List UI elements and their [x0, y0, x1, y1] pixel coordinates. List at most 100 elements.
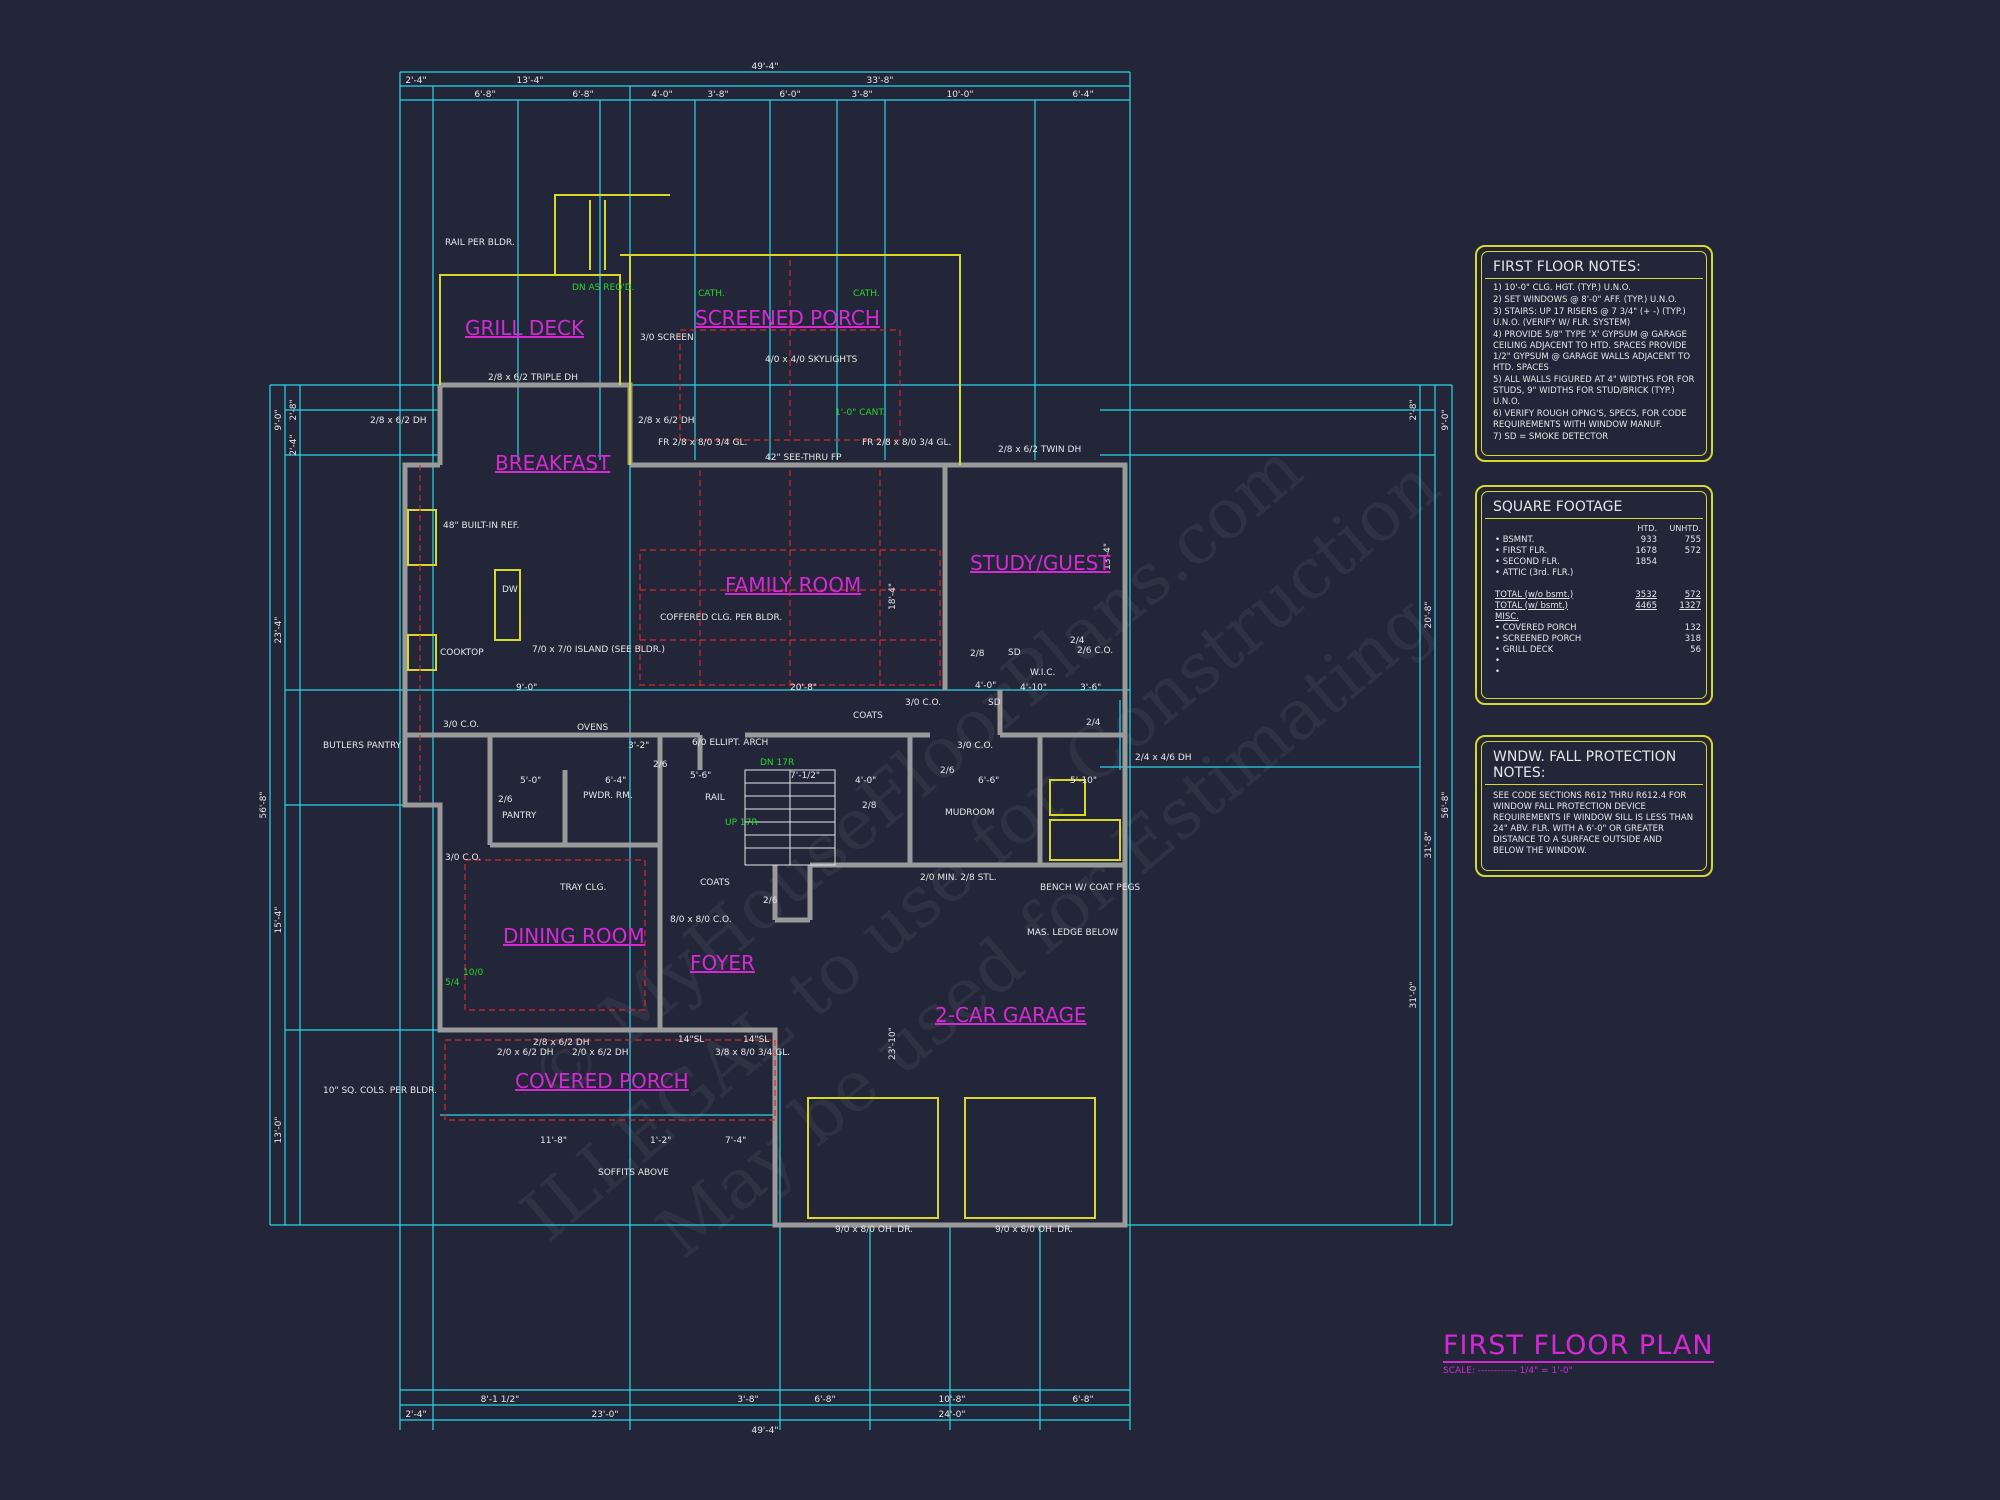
dim-top: 6'-0" [779, 90, 800, 100]
annotations: RAIL PER BLDR. DN AS REQ'D. CATH. CATH. … [323, 238, 1192, 1235]
dimension-texts: 49'-4" 2'-4" 13'-4" 33'-8" 6'-8" 6'-8" 4… [259, 62, 1451, 1436]
sqft-row: • [1493, 666, 1703, 677]
dim-interior: 13'-4" [1103, 543, 1113, 570]
sqft-cell [1615, 655, 1659, 666]
dim-left: 2'-4" [289, 434, 299, 455]
dim-overall-bottom: 49'-4" [751, 1426, 778, 1436]
room-label: 2-CAR GARAGE [935, 1003, 1087, 1027]
sqft-cell: TOTAL (w/ bsmt.) [1495, 600, 1568, 611]
sqft-head-cell [1493, 523, 1615, 534]
sqft-cell: TOTAL (w/o bsmt.) [1495, 589, 1574, 600]
annotation: 48" BUILT-IN REF. [443, 521, 519, 531]
room-label: STUDY/GUEST [970, 551, 1111, 575]
dim-left: 13'-0" [274, 1116, 284, 1143]
dim-interior: 6'-4" [605, 776, 626, 786]
annotation: BUTLERS PANTRY [323, 741, 402, 751]
annotation: 8/0 x 8/0 C.O. [670, 915, 732, 925]
sqft-cell: 572 [1684, 589, 1701, 600]
annotation: 2/8 x 6/2 DH [533, 1038, 590, 1048]
sqft-cell: 933 [1640, 534, 1657, 545]
sqft-row: • ATTIC (3rd. FLR.) [1493, 567, 1703, 578]
annotation: 5/4 [445, 978, 460, 988]
sqft-cell: • BSMNT. [1495, 534, 1535, 545]
dim-interior: 7'-4" [725, 1136, 746, 1146]
dim-left: 2'-8" [289, 399, 299, 420]
annotation: 3/0 SCREEN [640, 333, 694, 343]
annotation: 2/6 [498, 795, 513, 805]
room-label: GRILL DECK [465, 316, 585, 340]
dim-right: 31'-0" [1409, 981, 1419, 1008]
sqft-cell: 1678 [1635, 545, 1657, 556]
sqft-cell: • [1495, 666, 1501, 677]
sheet-title: FIRST FLOOR PLAN [1443, 1330, 1714, 1363]
fall-notes-text: SEE CODE SECTIONS R612 THRU R612.4 FOR W… [1493, 791, 1694, 856]
dim-top: 13'-4" [516, 76, 543, 86]
sqft-row: • BSMNT. 933 755 [1493, 534, 1703, 545]
sqft-cell: 1854 [1635, 556, 1657, 567]
sqft-cell [1615, 578, 1659, 589]
sqft-title: SQUARE FOOTAGE [1485, 493, 1703, 519]
annotation: COOKTOP [440, 648, 484, 658]
room-label: BREAKFAST [495, 451, 611, 475]
note-item: 6) VERIFY ROUGH OPNG'S, SPECS, FOR CODE … [1493, 409, 1687, 430]
annotation: 2/6 C.O. [1077, 646, 1113, 656]
annotation: SOFFITS ABOVE [598, 1168, 669, 1178]
annotation: MUDROOM [945, 808, 994, 818]
dim-bottom: 24'-0" [938, 1410, 965, 1420]
dim-bottom: 6'-8" [1072, 1395, 1093, 1405]
dim-overall-top: 49'-4" [751, 62, 778, 72]
deck-and-porch-outlines [407, 194, 1121, 1219]
sqft-cell [1615, 644, 1659, 655]
dim-left: 23'-4" [274, 616, 284, 643]
sqft-cell: 755 [1684, 534, 1701, 545]
annotation: 2/8 [970, 649, 985, 659]
dim-top: 33'-8" [866, 76, 893, 86]
annotation: RAIL [705, 793, 725, 803]
annotation: FR 2/8 x 8/0 3/4 GL. [862, 438, 951, 448]
sqft-cell [1659, 578, 1703, 589]
dim-interior: 3'-2" [628, 741, 649, 751]
dim-interior: 7'-1/2" [790, 771, 820, 781]
note-item: 2) SET WINDOWS @ 8'-0" AFF. (TYP.) U.N.O… [1493, 295, 1678, 305]
annotation: BENCH W/ COAT PEGS [1040, 883, 1140, 893]
sqft-cell [1615, 622, 1659, 633]
annotation: OVENS [577, 723, 609, 733]
room-labels: GRILL DECK SCREENED PORCH BREAKFAST FAMI… [465, 306, 1111, 1093]
sqft-cell: • SECOND FLR. [1495, 556, 1560, 567]
annotation: 2/6 [763, 896, 778, 906]
fall-notes-title: WNDW. FALL PROTECTION NOTES: [1485, 743, 1703, 785]
sqft-row: • [1493, 655, 1703, 666]
sqft-cell: • GRILL DECK [1495, 644, 1554, 655]
annotation: COATS [853, 711, 883, 721]
annotation: 14"SL [678, 1035, 704, 1045]
annotation: 2/4 x 4/6 DH [1135, 753, 1192, 763]
annotation: 2/0 x 6/2 DH [572, 1048, 629, 1058]
annotation: 9/0 x 8/0 OH. DR. [995, 1225, 1073, 1235]
sqft-cell: • [1495, 655, 1501, 666]
note-item: 1) 10'-0" CLG. HGT. (TYP.) U.N.O. [1493, 283, 1631, 293]
annotation: FR 2/8 x 8/0 3/4 GL. [658, 438, 747, 448]
annotation: CATH. [853, 289, 880, 299]
sqft-cell [1659, 556, 1703, 567]
annotation: 2/8 x 6/2 DH [370, 416, 427, 426]
sqft-head-cell: UNHTD. [1669, 524, 1701, 533]
dim-right: 31'-8" [1424, 831, 1434, 858]
annotation: DN 17R [760, 758, 794, 768]
dim-bottom: 8'-1 1/2" [481, 1395, 520, 1405]
sqft-cell [1659, 611, 1703, 622]
annotation: 3/0 C.O. [443, 720, 479, 730]
dim-bottom: 6'-8" [814, 1395, 835, 1405]
note-item: 7) SD = SMOKE DETECTOR [1493, 432, 1609, 442]
sqft-cell [1493, 578, 1615, 589]
sqft-cell [1659, 567, 1703, 578]
window-fall-notes-panel: WNDW. FALL PROTECTION NOTES: SEE CODE SE… [1475, 735, 1713, 877]
note-item: 4) PROVIDE 5/8" TYPE 'X' GYPSUM @ GARAGE… [1493, 330, 1691, 373]
annotation: DW [502, 585, 518, 595]
dim-right: 56'-8" [1441, 791, 1451, 818]
room-label: DINING ROOM [503, 924, 645, 948]
sqft-cell [1659, 666, 1703, 677]
